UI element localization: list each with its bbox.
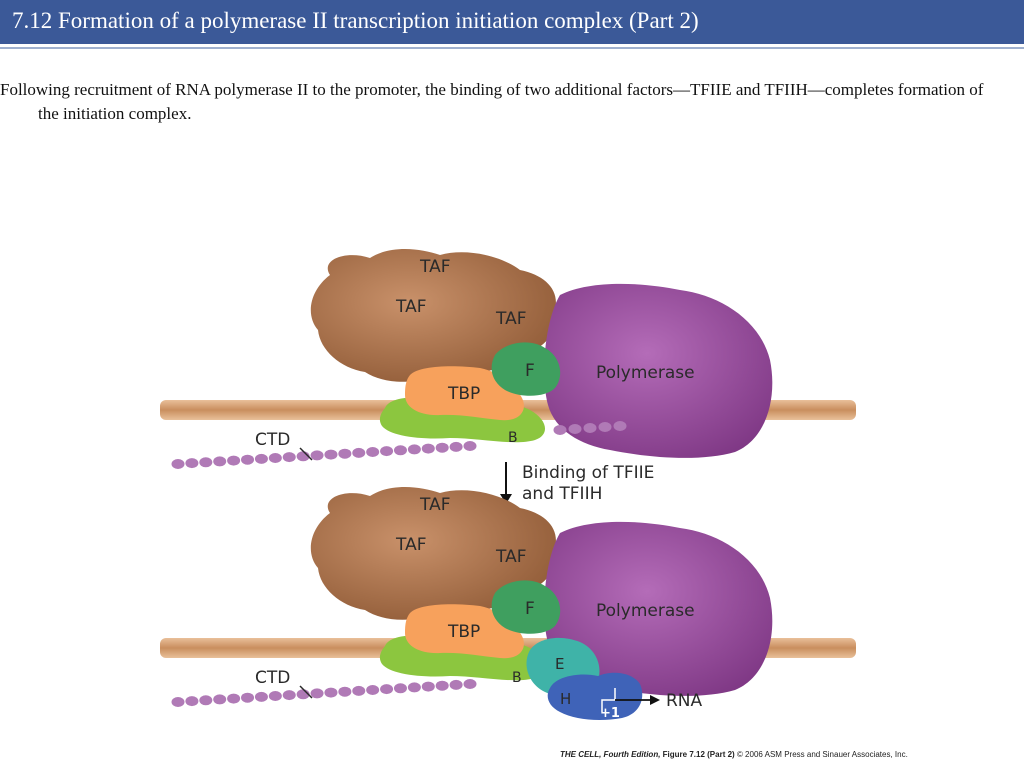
start-site-label: +1 (600, 706, 620, 721)
transcription-start-marker (601, 688, 616, 712)
polymerase-label-top: Polymerase (596, 363, 695, 383)
title-bar: 7.12 Formation of a polymerase II transc… (0, 0, 1024, 47)
ctd-bead (213, 694, 227, 705)
taf-label-top-b: TAF (395, 297, 426, 317)
tfiib-label-top: B (508, 430, 518, 446)
ctd-bead (366, 685, 380, 695)
ctd-bead (241, 454, 255, 465)
credit-figure: Figure 7.12 (Part 2) (662, 750, 735, 759)
ctd-bead (199, 457, 213, 468)
rna-arrow-head (650, 695, 660, 705)
transition-arrow: Binding of TFIIE and TFIIH (500, 462, 654, 504)
ctd-bead (421, 681, 435, 692)
ctd-bead (185, 458, 199, 469)
ctd-bead (268, 453, 282, 463)
ctd-label-bottom: CTD (255, 668, 290, 688)
ctd-bead (393, 683, 407, 694)
ctd-bead (421, 443, 435, 454)
ctd-bead (310, 688, 324, 699)
taf-label-bottom-c: TAF (495, 547, 526, 567)
slide-body-text: Following recruitment of RNA polymerase … (0, 80, 984, 123)
ctd-bead (352, 685, 366, 696)
ctd-bead (213, 456, 227, 467)
top-complex: TAF TAF TAF F Polymerase TBP B CTD (160, 249, 856, 469)
ctd-bead (352, 447, 366, 458)
tfiif-top (491, 342, 561, 396)
tbp-label-top: TBP (447, 384, 480, 404)
ctd-bead (568, 424, 582, 434)
tbp-top (405, 366, 524, 421)
ctd-bead (553, 425, 567, 435)
polymerase-label-bottom: Polymerase (596, 601, 695, 621)
ctd-bead (227, 693, 241, 704)
ctd-bead (324, 449, 338, 460)
taf-label-top-a: TAF (419, 257, 450, 277)
ctd-pointer-bottom (299, 685, 313, 699)
tfiif-label-bottom: F (525, 599, 535, 619)
ctd-bead (449, 679, 463, 690)
taf-label-bottom-a: TAF (419, 495, 450, 515)
ctd-bead (338, 686, 352, 697)
tfiif-label-top: F (525, 361, 535, 381)
ctd-bead (338, 448, 352, 459)
credit-copyright: © 2006 ASM Press and Sinauer Associates,… (736, 750, 908, 759)
ctd-bead (435, 680, 449, 691)
taf-label-bottom-b: TAF (395, 535, 426, 555)
arrow-label-line1: Binding of TFIIE (522, 463, 654, 483)
taf-complex-top (310, 249, 556, 382)
ctd-bead (254, 691, 268, 702)
ctd-bead (171, 459, 185, 469)
ctd-bead (366, 447, 380, 457)
tfiif-bottom (491, 580, 561, 634)
slide-title: 7.12 Formation of a polymerase II transc… (12, 8, 699, 33)
ctd-bead (199, 695, 213, 706)
ctd-bead (598, 422, 612, 432)
ctd-bead (435, 442, 449, 453)
ctd-bead (583, 423, 597, 433)
ctd-bead (254, 453, 268, 464)
figure-credit: THE CELL, Fourth Edition, Figure 7.12 (P… (560, 750, 908, 759)
ctd-tail-bottom (171, 679, 477, 707)
taf-label-top-c: TAF (495, 309, 526, 329)
polymerase-top (544, 283, 773, 458)
ctd-bead (449, 441, 463, 452)
ctd-bead (324, 687, 338, 698)
ctd-bead (171, 697, 185, 707)
ctd-label-top: CTD (255, 430, 290, 450)
ctd-pointer-top (299, 447, 313, 461)
ctd-bead (613, 421, 627, 431)
ctd-tail-top (171, 421, 627, 469)
credit-book: THE CELL, Fourth Edition, (560, 750, 661, 759)
ctd-bead (393, 445, 407, 456)
bottom-complex: TAF TAF TAF F Polymerase TBP B E H +1 RN… (160, 487, 856, 721)
ctd-bead (282, 690, 296, 701)
taf-complex-bottom (310, 487, 556, 620)
ctd-bead (227, 455, 241, 466)
polymerase-bottom (544, 521, 773, 696)
ctd-bead (407, 444, 421, 455)
ctd-bead (463, 679, 477, 689)
tfiih-bottom (547, 672, 643, 720)
tbp-bottom (405, 604, 524, 659)
ctd-bead (380, 446, 394, 457)
ctd-bead (185, 696, 199, 707)
ctd-bead (310, 450, 324, 461)
tbp-label-bottom: TBP (447, 622, 480, 642)
ctd-bead (268, 691, 282, 701)
rna-label: RNA (666, 691, 703, 711)
ctd-bead (463, 441, 477, 451)
ctd-bead (380, 684, 394, 695)
arrow-label-line2: and TFIIH (522, 484, 602, 504)
tfiib-label-bottom: B (512, 670, 522, 686)
tfiih-label-bottom: H (560, 690, 571, 708)
tfiie-label-bottom: E (555, 655, 564, 673)
ctd-bead (407, 682, 421, 693)
ctd-bead (241, 692, 255, 703)
ctd-bead (282, 452, 296, 463)
